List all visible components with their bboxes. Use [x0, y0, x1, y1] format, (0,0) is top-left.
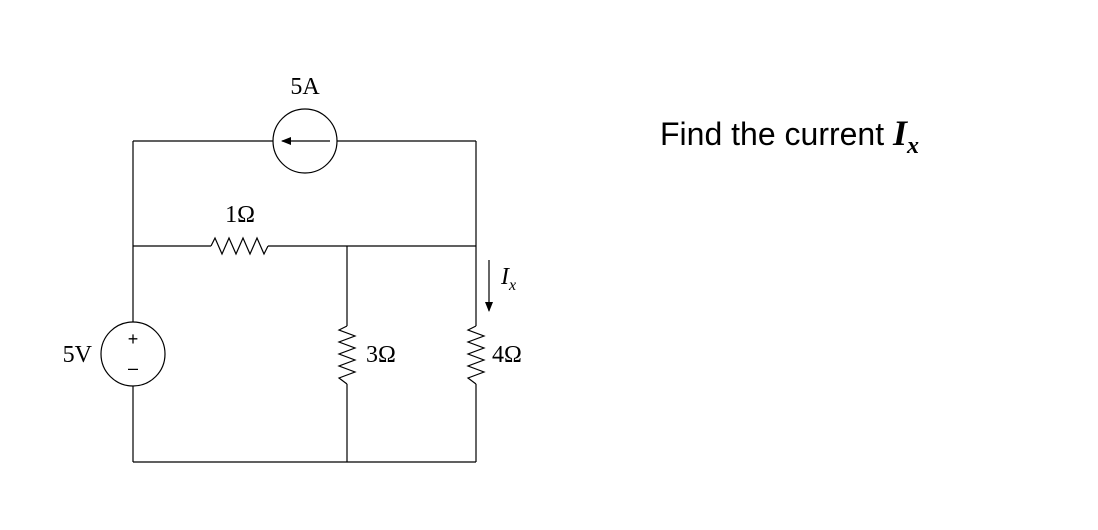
resistor-3ohm — [337, 325, 357, 385]
problem-statement: Find the current Ix — [660, 112, 919, 160]
resistor-1ohm — [210, 236, 269, 256]
resistor-3ohm-label: 3Ω — [366, 342, 396, 368]
resistor-4ohm-branch: 4Ω — [466, 325, 522, 385]
resistor-4ohm-label: 4Ω — [492, 342, 522, 368]
current-ix-indicator: Ix — [485, 260, 516, 312]
problem-variable: Ix — [893, 113, 920, 160]
voltage-source-circle — [100, 321, 166, 387]
ix-label: Ix — [500, 264, 516, 294]
voltage-plus-sign: + — [128, 329, 139, 349]
resistor-1ohm-label: 1Ω — [225, 202, 255, 228]
resistor-3ohm-branch: 3Ω — [337, 246, 396, 462]
voltage-source-5v: + – 5V — [63, 321, 166, 387]
current-source-label: 5A — [290, 74, 320, 100]
current-source-circle — [272, 108, 338, 174]
voltage-source-label: 5V — [63, 342, 93, 368]
current-source-5a: 5A — [272, 74, 338, 174]
resistor-4ohm — [466, 325, 486, 385]
resistor-1ohm-branch: 1Ω — [133, 202, 476, 256]
voltage-minus-sign: – — [128, 358, 138, 378]
problem-prompt: Find the current — [660, 116, 893, 152]
